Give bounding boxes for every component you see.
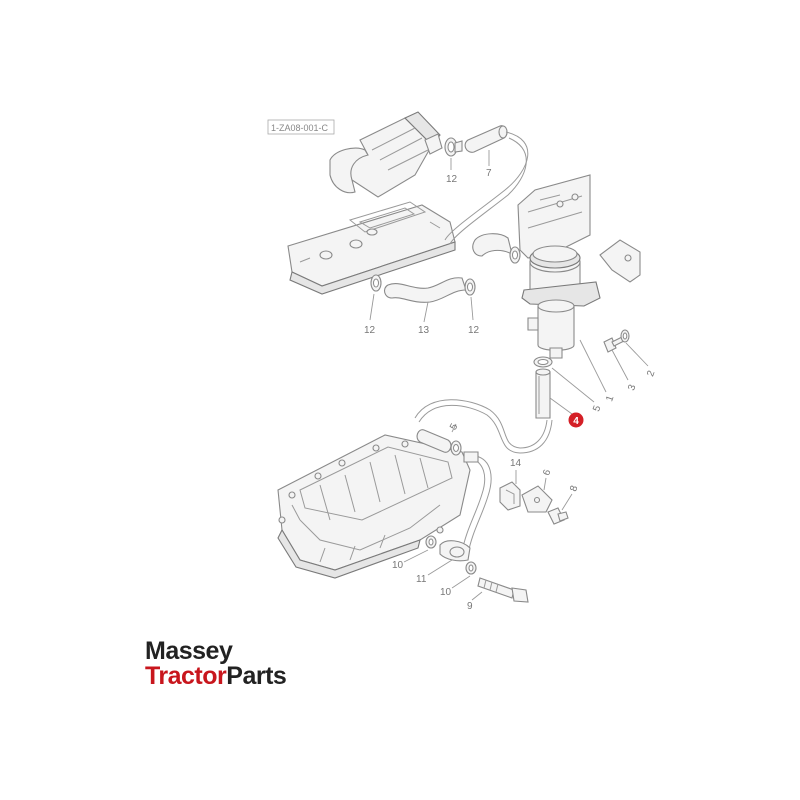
mounting-bracket-part [517,174,641,283]
callout-5-upper: 5 [591,404,603,413]
breather-inlet-hose-part [472,233,521,264]
callout-10-upper: 10 [392,560,404,571]
callout-13: 13 [418,325,430,336]
leader-lines [369,150,649,601]
return-pipe-11-part [439,451,492,562]
washer-10-lower-part [465,561,477,575]
callout-1: 1 [604,394,616,403]
oil-separator-part [521,245,601,359]
washer-2-part [620,329,630,343]
logo-word-tractor: Tractor [145,662,227,690]
drain-pipe-4-part [535,368,551,419]
callout-7: 7 [486,168,492,179]
clip-14-part [499,481,521,511]
reference-code-box: 1-ZA08-001-C [267,119,335,135]
logo-word-parts: Parts [226,662,286,690]
oil-sump-part [277,434,471,579]
callout-12-left: 12 [364,325,376,336]
bolt-3-part [603,336,625,353]
callout-8: 8 [568,484,580,493]
hose-7-part [464,125,508,153]
callout-3: 3 [626,383,638,392]
callout-12-mid: 12 [468,325,480,336]
bolt-8-part [547,507,569,525]
intake-elbow-part [329,111,443,198]
hose-clamp-5-upper-part [533,356,553,368]
banjo-bolt-9-part [477,577,529,603]
highlight-marker[interactable] [568,412,584,428]
reference-code-text: 1-ZA08-001-C [271,123,329,133]
callout-5-lower: 5 [448,421,461,432]
breather-pipe-part [444,131,529,245]
logo-line-tractorparts: TractorParts [145,662,286,690]
drain-hose-part [414,399,553,454]
callout-numbers: 12 7 12 13 12 2 3 1 5 5 14 6 8 10 11 10 … [364,168,658,612]
highlight-label: 4 [573,416,579,427]
rocker-cover-part [287,201,456,295]
callout-12-top: 12 [446,174,458,185]
callout-9: 9 [467,601,473,612]
callout-6: 6 [541,468,553,477]
logo-line-massey: Massey [145,637,233,665]
callout-11: 11 [416,574,427,585]
hose-5-lower-part [416,429,462,456]
hose-clamp-top-part [444,137,463,157]
highlighted-callout-4[interactable]: 4 [568,412,584,428]
callout-2: 2 [645,369,657,378]
hose-13-part [370,274,476,303]
bracket-6-part [521,485,553,513]
washer-10-upper-part [425,535,437,549]
callout-10-lower: 10 [440,587,452,598]
callout-14: 14 [510,458,522,469]
brand-logo: Massey TractorParts [145,637,287,690]
